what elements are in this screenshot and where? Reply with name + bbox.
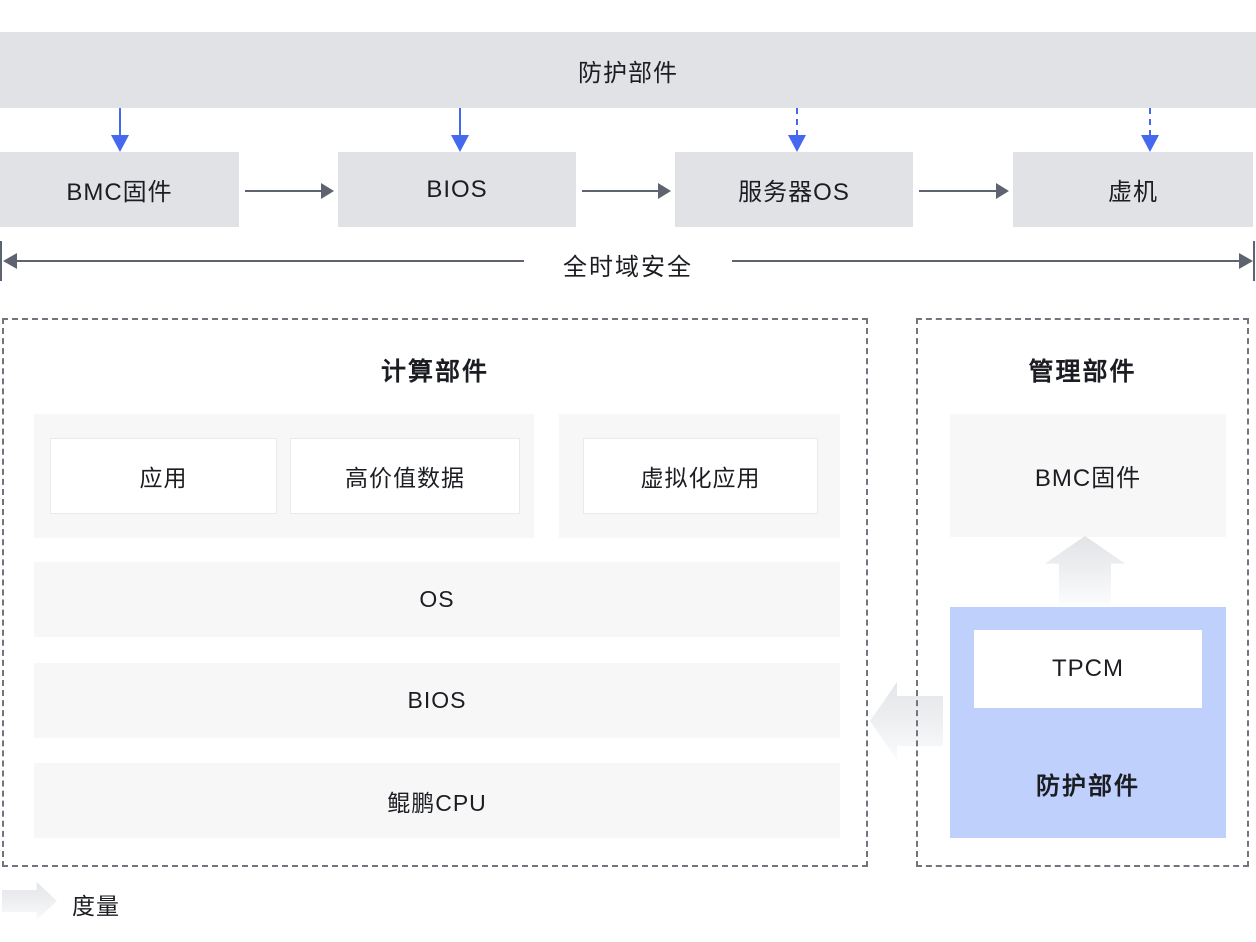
right-arrowhead-icon [658, 183, 671, 199]
management-bmc-label: BMC固件 [1034, 465, 1142, 492]
management-component-box: 管理部件 BMC固件 TPCM 防护部件 [916, 318, 1249, 867]
layer-bios-label: BIOS [407, 687, 467, 713]
computing-component-box: 计算部件 应用 高价值数据 虚拟化应用 OS BIOS 鲲鹏CPU [2, 318, 868, 867]
down-arrowhead-icon [788, 135, 806, 152]
right-arrow-line-icon [245, 190, 322, 192]
chain-box-label: BIOS [426, 175, 488, 203]
protection-component-bar: 防护部件 [0, 32, 1256, 108]
layer-os-label: OS [419, 586, 455, 612]
right-arrowhead-icon [1239, 253, 1253, 269]
tpcm-label: TPCM [1052, 655, 1124, 682]
down-arrow-solid-icon [459, 108, 461, 136]
virt-layer-container: 虚拟化应用 [559, 414, 840, 538]
measure-legend-arrow-icon [2, 882, 57, 920]
down-arrowhead-icon [111, 135, 129, 152]
chain-box-label: BMC固件 [66, 179, 173, 206]
down-arrow-solid-icon [119, 108, 121, 136]
layer-bios: BIOS [34, 663, 840, 738]
right-arrowhead-icon [996, 183, 1009, 199]
tpcm-box: TPCM [974, 630, 1202, 708]
management-bmc-firmware-box: BMC固件 [950, 414, 1226, 537]
app-box: 应用 [50, 438, 277, 514]
down-arrowhead-icon [1141, 135, 1159, 152]
chain-box-label: 虚机 [1108, 179, 1158, 206]
virtualization-app-label: 虚拟化应用 [640, 465, 761, 491]
virtualization-app-box: 虚拟化应用 [583, 438, 818, 514]
protection-box-label: 防护部件 [1036, 772, 1140, 800]
chain-box-bios: BIOS [338, 152, 576, 227]
full-time-security-label: 全时域安全 [563, 254, 693, 281]
chain-box-bmc-firmware: BMC固件 [0, 152, 239, 227]
chain-box-server-os: 服务器OS [675, 152, 913, 227]
computing-title: 计算部件 [380, 358, 489, 386]
high-value-data-label: 高价值数据 [345, 465, 465, 491]
measure-line-left [15, 260, 524, 262]
management-title: 管理部件 [1028, 358, 1137, 386]
left-arrowhead-icon [3, 253, 17, 269]
right-arrowhead-icon [321, 183, 334, 199]
high-value-data-box: 高价值数据 [290, 438, 520, 514]
measure-legend-label: 度量 [72, 893, 120, 919]
measure-line-right [732, 260, 1241, 262]
app-box-label: 应用 [139, 465, 188, 491]
app-layer-container: 应用 高价值数据 [34, 414, 534, 538]
layer-kunpeng-cpu-label: 鲲鹏CPU [387, 789, 487, 816]
down-arrow-dashed-icon [1149, 108, 1151, 136]
layer-os: OS [34, 562, 840, 637]
down-arrowhead-icon [451, 135, 469, 152]
protection-component-blue-box: TPCM 防护部件 [950, 607, 1226, 838]
right-arrow-line-icon [919, 190, 997, 192]
chain-box-label: 服务器OS [738, 179, 850, 206]
down-arrow-dashed-icon [796, 108, 798, 136]
protection-bar-label: 防护部件 [578, 59, 678, 87]
measure-end-bar-left [0, 241, 2, 281]
measure-end-bar-right [1253, 241, 1255, 281]
right-arrow-line-icon [582, 190, 659, 192]
chain-box-vm: 虚机 [1013, 152, 1253, 227]
layer-kunpeng-cpu: 鲲鹏CPU [34, 763, 840, 838]
